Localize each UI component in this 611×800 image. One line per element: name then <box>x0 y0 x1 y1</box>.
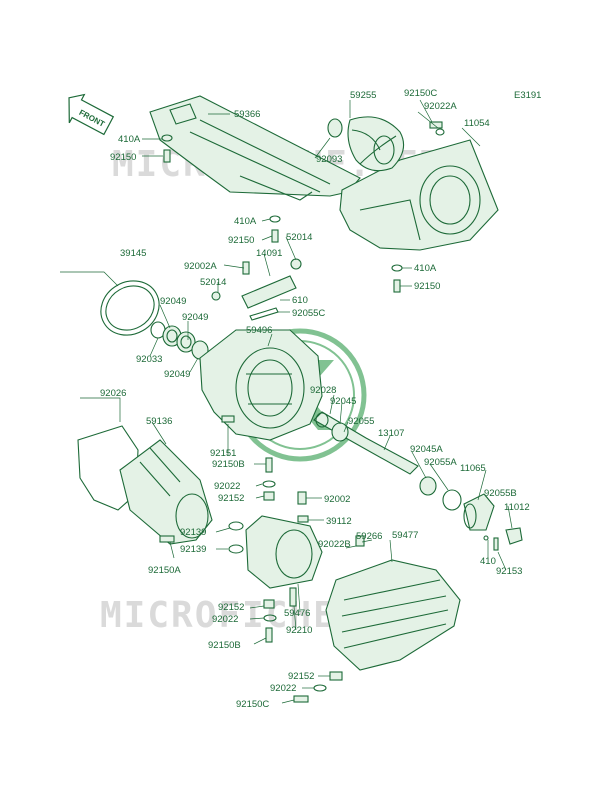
part-label: 92150C <box>404 88 437 99</box>
pipe-part <box>211 258 302 321</box>
part-label: 92150B <box>208 640 241 651</box>
part-label: 92045 <box>330 396 356 407</box>
part-label: 59477 <box>392 530 418 541</box>
part-label: 92139 <box>180 527 206 538</box>
part-label: 52014 <box>286 232 312 243</box>
part-label: 92152 <box>218 493 244 504</box>
part-label: 92139 <box>180 544 206 555</box>
front-arrow-icon: FRONT <box>68 93 115 136</box>
fasteners-part <box>159 121 499 703</box>
steering-nozzle-part <box>245 515 323 589</box>
part-labels: 59366 410A 92150 59255 92093 92150C 9202… <box>100 88 530 710</box>
part-label: 59255 <box>350 90 376 101</box>
part-label: 92150B <box>212 459 245 470</box>
part-label: 92049 <box>160 296 186 307</box>
part-label: 92028 <box>310 385 336 396</box>
part-label: 92150C <box>236 699 269 710</box>
part-label: 11054 <box>464 118 490 129</box>
cover-part <box>325 559 461 671</box>
diagram-code: E3191 <box>514 90 541 101</box>
cone-cap-part <box>463 493 523 545</box>
housing-part <box>199 329 323 441</box>
cap-part <box>327 118 343 138</box>
nozzle-part <box>119 439 213 545</box>
part-label: 92049 <box>164 369 190 380</box>
part-label: 13107 <box>378 428 404 439</box>
part-label: 410A <box>234 216 257 227</box>
part-label: 610 <box>292 295 308 306</box>
part-label: 39145 <box>120 248 146 259</box>
part-label: 11012 <box>504 502 530 513</box>
part-label: 92150 <box>110 152 136 163</box>
part-label: 92210 <box>286 625 312 636</box>
part-label: 92153 <box>496 566 522 577</box>
part-label: 92045A <box>410 444 443 455</box>
part-label: 92002 <box>324 494 350 505</box>
part-label: 92049 <box>182 312 208 323</box>
part-label: 39112 <box>326 516 352 527</box>
part-label: 92055A <box>424 457 457 468</box>
drive-shaft-part <box>313 411 462 511</box>
part-label: 92022 <box>214 481 240 492</box>
part-label: 52014 <box>200 277 226 288</box>
part-label: 92026 <box>100 388 126 399</box>
part-label: 92055 <box>348 416 374 427</box>
part-label: 92022B <box>318 539 351 550</box>
impeller-part <box>347 116 405 172</box>
part-label: 92152 <box>288 671 314 682</box>
part-label: 11065 <box>460 463 486 474</box>
part-label: 59496 <box>246 325 272 336</box>
part-label: 92033 <box>136 354 162 365</box>
part-label: 92150A <box>148 565 181 576</box>
part-label: 92055C <box>292 308 325 319</box>
part-label: 59136 <box>146 416 172 427</box>
bracket-part <box>149 95 361 201</box>
part-label: 92150 <box>228 235 254 246</box>
part-label: 410A <box>414 263 437 274</box>
part-label: 92055B <box>484 488 517 499</box>
pump-case-part <box>339 139 499 251</box>
part-label: 92093 <box>316 154 342 165</box>
part-label: 59366 <box>234 109 260 120</box>
part-label: 92022 <box>212 614 238 625</box>
part-label: 59476 <box>284 608 310 619</box>
part-label: 410A <box>118 134 141 145</box>
part-label: 92002A <box>184 261 217 272</box>
part-label: 92152 <box>218 602 244 613</box>
part-label: 410 <box>480 556 496 567</box>
part-label: 14091 <box>256 248 282 259</box>
part-label: 92150 <box>414 281 440 292</box>
part-label: 59266 <box>356 531 382 542</box>
part-label: 92022A <box>424 101 457 112</box>
part-label: 92022 <box>270 683 296 694</box>
gasket-ring-part <box>100 280 160 336</box>
gasket-plate-part <box>77 425 139 511</box>
part-label: 92151 <box>210 448 236 459</box>
leader-lines <box>60 99 513 704</box>
